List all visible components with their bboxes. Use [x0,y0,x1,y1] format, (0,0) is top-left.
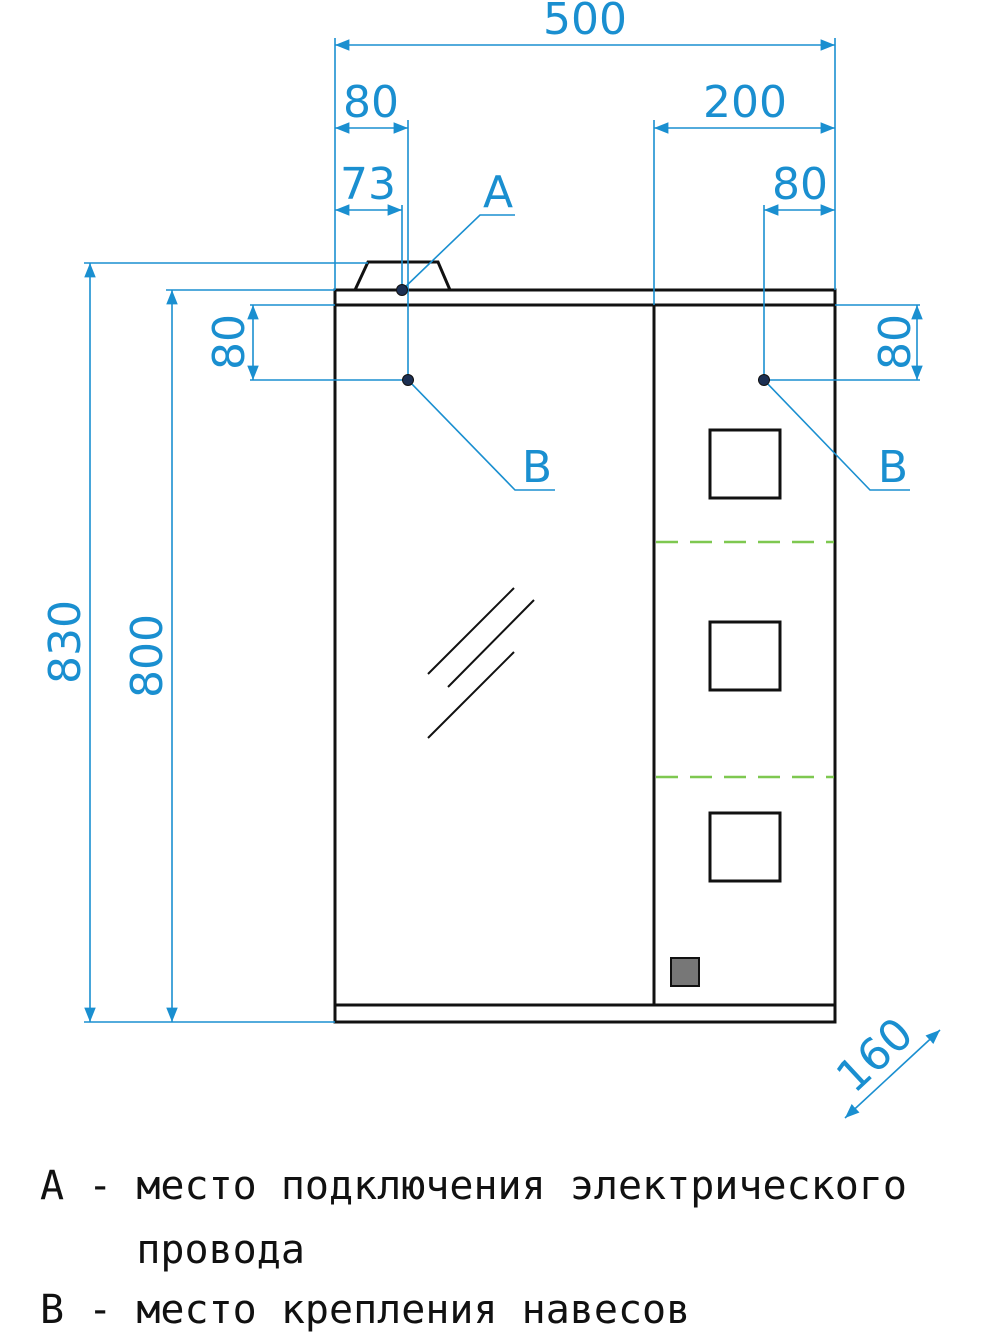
leader-b-right [763,379,910,491]
dim-overall-height: 830 [40,600,91,684]
legend-line-3: B - место крепления навесов [40,1287,691,1333]
mirror-hatch [427,587,535,739]
point-b-right [758,374,770,386]
leader-b-left [407,379,555,491]
shelf-lines [656,540,834,779]
cabinet-body [333,288,837,1024]
point-b-left [402,374,414,386]
callout-a: A [483,167,513,218]
dimension-lines [84,38,941,1119]
points [396,284,770,386]
window-bottom [708,811,782,883]
legend-line-1: A - место подключения электрического [40,1163,907,1209]
dim-left-offset-inner: 73 [340,159,396,210]
dim-right-vertical-offset: 80 [870,314,921,370]
point-a [396,284,408,296]
dim-body-height: 800 [122,614,173,698]
dim-left-vertical-offset: 80 [204,314,255,370]
dim-right-offset: 80 [772,159,828,210]
legend-line-2: провода [40,1227,305,1273]
shelf-windows [708,428,782,883]
switch-square [670,957,700,987]
cabinet-outline [333,260,837,1024]
callout-b-left: B [522,442,552,493]
dim-overall-width: 500 [543,0,627,45]
window-middle [708,620,782,692]
lamp-housing [353,260,452,291]
window-top [708,428,782,500]
dim-left-offset-outer: 80 [343,77,399,128]
dim-depth: 160 [827,1008,923,1103]
leader-a [401,214,515,291]
dim-right-section-width: 200 [703,77,787,128]
callout-b-right: B [878,442,908,493]
